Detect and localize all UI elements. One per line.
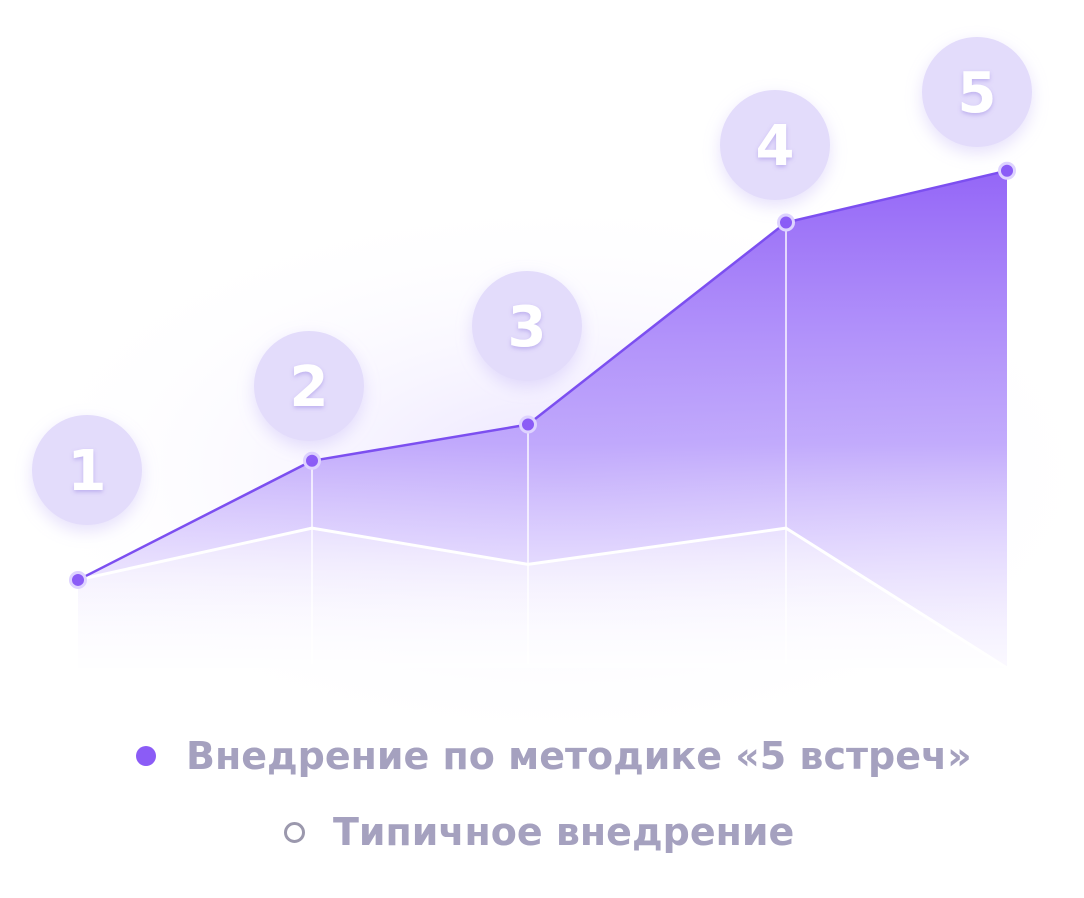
point-main-2	[303, 451, 321, 470]
step-badge-label: 2	[290, 355, 329, 420]
step-badge-circle	[922, 37, 1032, 147]
point-main-3	[519, 415, 537, 434]
legend-hollow-dot-icon	[284, 821, 305, 843]
chart: 1 2 3 4 5	[0, 37, 1084, 720]
step-badge-circle	[472, 271, 582, 381]
point-main-4	[777, 213, 795, 232]
step-badge-label: 5	[958, 61, 997, 126]
step-badge-3: 3	[472, 271, 582, 381]
step-badge-label: 1	[68, 439, 107, 504]
chart-areas	[78, 170, 1007, 668]
legend-item-typical: Типичное внедрение	[284, 810, 794, 854]
chart-points	[69, 161, 1016, 589]
legend-label-main: Внедрение по методике «5 встреч»	[186, 734, 972, 778]
step-badge-1: 1	[32, 415, 142, 525]
point-main-5	[998, 161, 1016, 180]
point-main-1	[69, 570, 87, 589]
legend-label-typical: Типичное внедрение	[333, 810, 795, 854]
legend-filled-dot-icon	[136, 746, 156, 766]
step-badge-circle	[720, 90, 830, 200]
area-typical-series	[78, 528, 1007, 668]
step-badge-circle	[254, 331, 364, 441]
step-badge-label: 3	[508, 295, 547, 360]
step-badge-label: 4	[756, 114, 795, 179]
step-badge-2: 2	[254, 331, 364, 441]
step-badge-circle	[32, 415, 142, 525]
step-badge-5: 5	[922, 37, 1032, 147]
legend-item-main: Внедрение по методике «5 встреч»	[136, 734, 972, 778]
line-typical-series	[77, 526, 1008, 670]
chart-gridlines	[311, 222, 787, 664]
step-badge-4: 4	[720, 90, 830, 200]
chart-badges: 1 2 3 4 5	[32, 37, 1032, 525]
